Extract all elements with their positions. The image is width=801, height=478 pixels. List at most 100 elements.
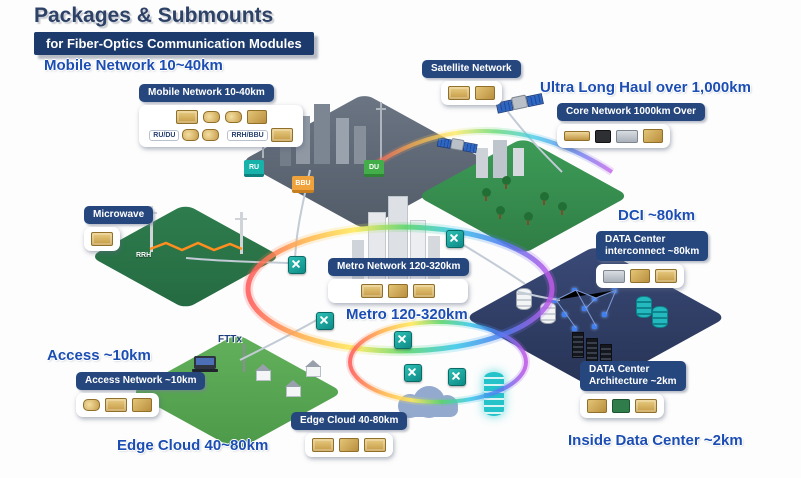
butterfly-package-icon (361, 284, 383, 298)
building (493, 140, 507, 178)
dc-node (612, 288, 617, 293)
core-network-section: Core Network 1000km Over (557, 103, 706, 148)
microwave-card (84, 227, 120, 251)
to-can-icon (83, 399, 100, 411)
du-node: DU (364, 160, 384, 177)
fttx-label: FTTx (218, 334, 242, 345)
dc-node (592, 324, 597, 329)
gold-bar-icon (564, 131, 590, 141)
mobile-network-card: RU/DU RRH/BBU (139, 105, 303, 147)
green-pcb-icon (612, 399, 630, 413)
rrh-bbu-group: RRH/BBU (227, 128, 293, 142)
butterfly-package-icon (413, 284, 435, 298)
storage-stack (652, 306, 668, 328)
tower-dish (235, 218, 247, 220)
dci-heading: DCI ~80km (618, 207, 696, 224)
rrh-bbu-label: RRH/BBU (227, 129, 268, 141)
mobile-network-section: Mobile Network 10-40km RU/DU RRH/BBU (139, 84, 303, 147)
satellite-network-card-title: Satellite Network (422, 60, 521, 78)
mobile-network-heading: Mobile Network 10~40km (44, 57, 223, 74)
ru-du-group: RU/DU (149, 129, 220, 141)
storage-stack (540, 302, 556, 324)
tree (524, 212, 533, 225)
dc-node (572, 288, 577, 293)
to-can-icon (224, 111, 242, 123)
cob-module-icon (643, 129, 663, 143)
building (513, 148, 524, 176)
dc-architecture-card (580, 394, 664, 418)
ru-node: RU (244, 160, 264, 177)
router-icon (316, 312, 334, 330)
lattice-tower (240, 212, 243, 254)
dci-card (596, 264, 684, 288)
cob-module-icon (132, 398, 152, 412)
cob-module-icon (388, 284, 408, 298)
cob-module-icon (630, 269, 650, 283)
core-network-card-title: Core Network 1000km Over (557, 103, 706, 121)
edge-cloud-section: Edge Cloud 40-80km (291, 412, 408, 457)
building (280, 134, 291, 166)
access-heading: Access ~10km (47, 347, 151, 364)
dci-card-title-line2: interconnect ~80km (605, 246, 700, 257)
butterfly-package-icon (270, 128, 293, 142)
dc-node (592, 296, 597, 301)
butterfly-package-icon (655, 269, 677, 283)
access-card-title: Access Network ~10km (76, 372, 206, 390)
butterfly-package-icon (175, 110, 198, 124)
dc-node (572, 326, 577, 331)
mobile-top-components (175, 110, 267, 124)
dc-node (602, 312, 607, 317)
dci-card-title-line1: DATA Center (605, 234, 666, 245)
subtitle-badge: for Fiber-Optics Communication Modules (34, 32, 314, 55)
cob-module-icon (587, 399, 607, 413)
dc-architecture-title-line2: Architecture ~2km (589, 376, 677, 387)
dci-card-title: DATA Center interconnect ~80km (596, 231, 709, 261)
fttx-pole (243, 344, 245, 372)
to-can-icon (182, 129, 200, 141)
router-icon (404, 364, 422, 382)
lattice-tower (150, 206, 153, 252)
mobile-network-card-title: Mobile Network 10-40km (139, 84, 274, 102)
dc-node (582, 306, 587, 311)
edge-storage-stack (484, 372, 504, 416)
edge-cloud-card-title: Edge Cloud 40-80km (291, 412, 408, 430)
router-icon (288, 256, 306, 274)
access-section: Access Network ~10km (76, 372, 206, 417)
tree (482, 188, 491, 201)
dc-architecture-section: DATA Center Architecture ~2km (580, 361, 686, 418)
building (476, 148, 488, 178)
building (354, 126, 366, 164)
laptop-icon (192, 356, 218, 372)
ru-du-label: RU/DU (149, 129, 180, 141)
metro-section: Metro Network 120-320km (328, 258, 470, 303)
edge-cloud-card (305, 433, 394, 457)
server-rack (572, 332, 584, 358)
rrh-bbu-components (270, 128, 293, 142)
silver-module-icon (603, 269, 625, 283)
cell-tower-antenna (376, 108, 386, 110)
tree (558, 202, 567, 215)
butterfly-package-icon (364, 438, 387, 452)
router-icon (448, 368, 466, 386)
metro-card-title: Metro Network 120-320km (328, 258, 470, 276)
house (255, 364, 271, 381)
dark-chip-icon (595, 129, 611, 143)
mobile-group-row: RU/DU RRH/BBU (149, 128, 293, 142)
house (305, 360, 321, 377)
dc-node (562, 312, 567, 317)
page-title: Packages & Submounts (34, 4, 274, 27)
tree (496, 206, 505, 219)
tree (540, 192, 549, 205)
cloud-icon (398, 386, 462, 418)
building (336, 118, 349, 164)
satellite-network-section: Satellite Network (422, 60, 521, 105)
microwave-section: Microwave (84, 206, 154, 251)
router-icon (446, 230, 464, 248)
to-can-icon (202, 111, 220, 123)
cob-module-icon (246, 110, 267, 124)
storage-stack (636, 296, 652, 318)
satellite-network-card (440, 81, 502, 105)
butterfly-package-icon (105, 398, 127, 412)
butterfly-package-icon (91, 232, 113, 246)
